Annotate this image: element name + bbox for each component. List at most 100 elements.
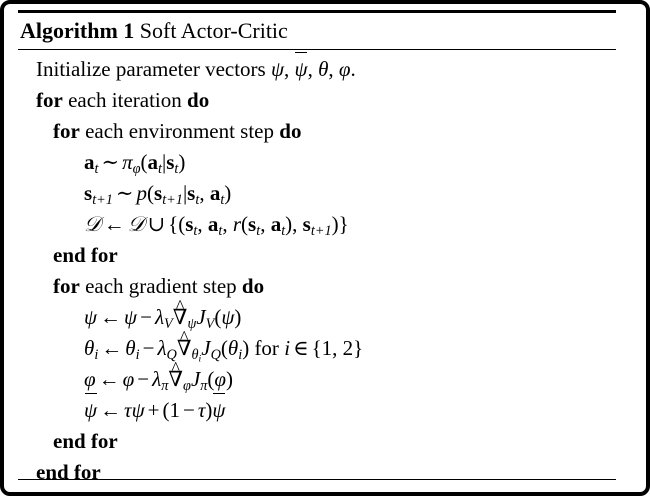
for-lower-text: for: [254, 336, 279, 360]
sym-nabla-hat: ∇: [168, 364, 183, 395]
line-initialize: Initialize parameter vectors ψ, ψ, θ, φ.: [18, 51, 616, 85]
sym-plus: +: [147, 398, 160, 422]
sym-psi-bar: ψ: [84, 392, 97, 426]
sym-lambda: λ: [152, 367, 162, 391]
algorithm-body: Initialize parameter vectors ψ, ψ, θ, φ.…: [18, 50, 616, 488]
sub-t: t: [220, 191, 225, 208]
letter-J: J: [196, 305, 206, 329]
vec-a: a: [147, 150, 159, 174]
sub-t: t: [174, 160, 179, 177]
sym-phi: φ: [122, 367, 135, 391]
sym-theta: θ: [227, 336, 239, 360]
algorithm-name: Soft Actor-Critic: [139, 18, 288, 43]
paren-close: ): [224, 181, 232, 205]
paren-close: ): [178, 150, 186, 174]
sym-psi-bar: ψ: [212, 392, 225, 426]
line-update-theta: θi←θi−λQ∇θiJQ(θi) for i∈{1, 2}: [18, 333, 616, 364]
vec-s: s: [302, 212, 311, 236]
sub-t-plus-1: t+1: [310, 222, 332, 239]
vec-s: s: [187, 181, 196, 205]
line-update-phi: φ←φ−λπ∇φJπ(φ): [18, 364, 616, 395]
sym-arrow: ←: [101, 336, 123, 360]
keyword-end-for: end for: [53, 429, 118, 453]
sym-arrow: ←: [100, 305, 122, 329]
vec-s: s: [248, 212, 257, 236]
keyword-do: do: [187, 88, 210, 112]
line-sample-action: at∼πφ(at|st): [18, 147, 616, 178]
sub-i: i: [135, 346, 140, 363]
comma-3: ,: [328, 57, 334, 81]
rule-bottom: [18, 479, 616, 480]
paren-open: (: [214, 305, 222, 329]
comma: ,: [222, 212, 228, 236]
brace-open: {: [311, 336, 322, 360]
sym-lambda: λ: [157, 336, 167, 360]
sym-nabla-hat: ∇: [177, 333, 192, 364]
paren-close: ): [331, 212, 339, 236]
line-sample-state: st+1∼p(st+1|st, at): [18, 178, 616, 209]
sym-minus: −: [137, 367, 150, 391]
sym-phi: φ: [338, 57, 351, 81]
sub-t: t: [193, 222, 198, 239]
sym-replay-buffer: 𝒟: [127, 212, 145, 236]
keyword-end-for: end for: [36, 460, 101, 484]
sym-mid: |: [182, 181, 188, 205]
keyword-for: for: [53, 274, 80, 298]
each-env-step-text: each environment step: [85, 119, 275, 143]
sym-psi-bar: ψ: [295, 51, 308, 85]
letter-J: J: [190, 367, 201, 391]
keyword-do: do: [241, 274, 265, 298]
sym-lambda: λ: [154, 305, 165, 329]
each-iteration-text: each iteration: [68, 88, 182, 112]
paren-close: ): [234, 305, 242, 329]
sym-minus: −: [182, 398, 195, 422]
brace-open: {: [168, 212, 179, 236]
sym-tau: τ: [124, 398, 132, 422]
paren-close: ): [242, 336, 250, 360]
sym-psi: ψ: [84, 305, 98, 329]
vec-a: a: [84, 150, 95, 174]
sym-theta: θ: [84, 336, 95, 360]
brace-close: }: [338, 212, 349, 236]
sym-replay-buffer: 𝒟: [84, 212, 101, 236]
vec-s: s: [166, 150, 175, 174]
sub-theta-i: θi: [191, 346, 202, 365]
sub-psi: ψ: [187, 315, 197, 332]
sym-psi: ψ: [131, 398, 145, 422]
paren-open: (: [147, 181, 155, 205]
comma-1: ,: [284, 57, 290, 81]
sym-psi: ψ: [221, 305, 235, 329]
algorithm-block: Algorithm 1 Soft Actor-Critic Initialize…: [18, 10, 616, 488]
sym-sim: ∼: [101, 150, 120, 174]
sub-V: V: [164, 315, 173, 332]
paren-open: (: [140, 150, 148, 174]
sym-arrow: ←: [103, 212, 125, 236]
sym-sim: ∼: [115, 181, 134, 205]
paren-open: (: [241, 212, 249, 236]
line-for-iteration: for each iteration do: [18, 85, 616, 116]
sub-i: i: [238, 346, 243, 363]
paren-open: (: [178, 212, 186, 236]
comma: ,: [197, 212, 203, 236]
sym-in: ∈: [293, 336, 309, 360]
line-update-target: ψ←τψ+(1−τ)ψ: [18, 392, 616, 426]
paren-close: ): [285, 212, 293, 236]
line-end-for-gradient: end for: [18, 426, 616, 457]
paren-open: (: [162, 398, 170, 422]
paren-close: ): [205, 398, 213, 422]
keyword-do: do: [279, 119, 302, 143]
sub-theta: θ: [191, 346, 199, 363]
sub-t: t: [195, 191, 200, 208]
vec-s: s: [154, 181, 163, 205]
sym-psi: ψ: [124, 305, 138, 329]
sym-cup: ∪: [147, 212, 166, 236]
sub-t-plus-1: t+1: [162, 191, 183, 208]
line-for-gradient-step: for each gradient step do: [18, 271, 616, 302]
sub-t: t: [218, 222, 223, 239]
sub-Q: Q: [210, 346, 221, 363]
sub-i: i: [198, 353, 202, 365]
sym-tau: τ: [197, 398, 206, 422]
rule-top: [18, 10, 616, 13]
keyword-for: for: [36, 88, 63, 112]
